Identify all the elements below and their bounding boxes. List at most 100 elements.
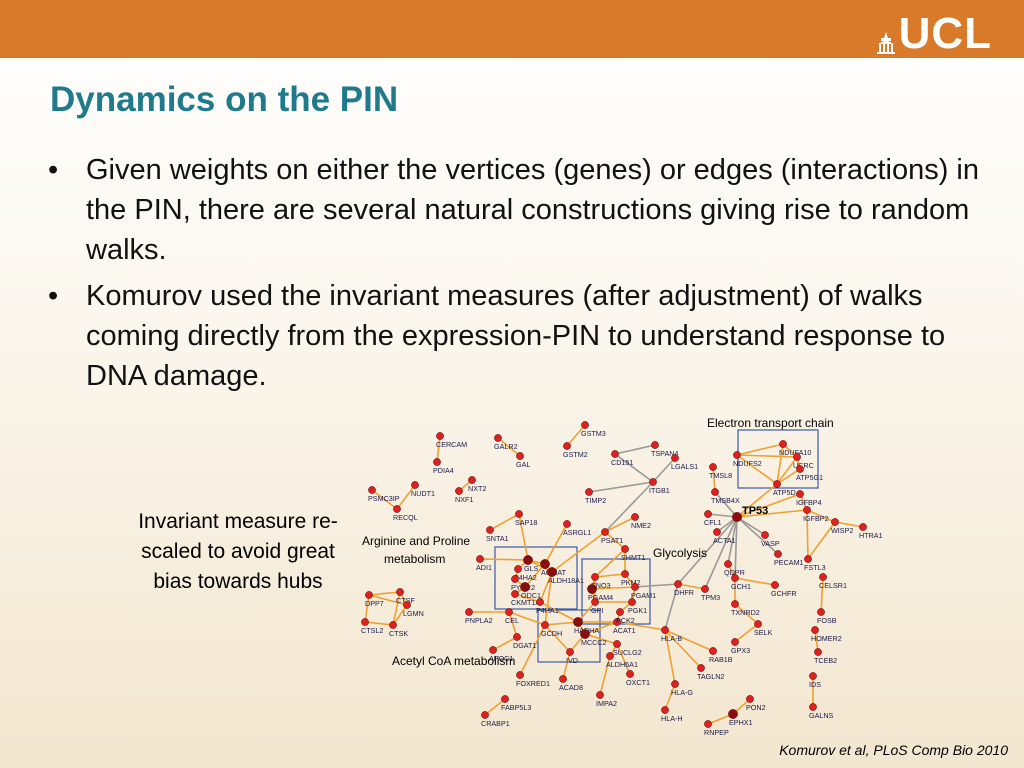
network-edge <box>591 586 636 590</box>
node-label: CTSL2 <box>361 626 383 635</box>
header-bar: UCL <box>0 0 1024 58</box>
network-node <box>746 695 754 703</box>
pathway-label: Electron transport chain <box>707 416 834 430</box>
network-node <box>494 434 502 442</box>
network-edge <box>524 563 546 588</box>
network-node <box>540 559 550 569</box>
network-edge <box>614 444 656 455</box>
network-edge <box>634 583 679 588</box>
network-node <box>511 575 519 583</box>
network-edge <box>714 491 738 518</box>
side-note: Invariant measure re-scaled to avoid gre… <box>138 510 338 593</box>
network-node <box>486 526 494 534</box>
network-node <box>796 465 804 473</box>
node-label: IVD <box>566 656 578 665</box>
node-label: LGALS1 <box>671 462 698 471</box>
network-node <box>697 664 705 672</box>
node-label: TPM3 <box>701 593 720 602</box>
node-label: CRABP1 <box>481 719 510 728</box>
pathway-box <box>737 429 819 489</box>
bullet-glyph: • <box>48 280 59 312</box>
node-label: PCK2 <box>616 616 635 625</box>
hub-label: TP53 <box>742 505 768 517</box>
node-label: ALDH6A1 <box>606 660 638 669</box>
network-node <box>465 608 473 616</box>
network-edge <box>652 457 676 483</box>
network-node <box>674 580 682 588</box>
network-node <box>516 452 524 460</box>
node-label: EPHX1 <box>729 718 753 727</box>
node-label: PGAM1 <box>631 591 656 600</box>
node-label: GAL <box>516 460 530 469</box>
network-edge <box>736 493 801 518</box>
node-label: CTSF <box>396 596 415 605</box>
network-edge <box>368 594 408 606</box>
network-node <box>704 720 712 728</box>
network-node <box>389 621 397 629</box>
network-edge <box>677 516 738 585</box>
pathway-box <box>537 609 601 663</box>
network-edge <box>584 633 618 645</box>
node-label: NME2 <box>631 521 651 530</box>
network-edge <box>604 516 636 533</box>
network-node <box>601 528 609 536</box>
node-label: GCDH <box>541 629 562 638</box>
node-label: GPX3 <box>731 646 750 655</box>
network-edge <box>664 683 676 711</box>
network-node <box>501 695 509 703</box>
network-node <box>754 620 762 628</box>
node-label: SUCLG2 <box>613 648 642 657</box>
node-label: PNPLA2 <box>465 616 493 625</box>
network-node <box>433 458 441 466</box>
node-label: GLS <box>524 564 539 573</box>
network-edge <box>734 623 759 643</box>
node-label: QDPR <box>724 568 745 577</box>
network-edge <box>704 516 738 590</box>
network-edge <box>736 483 778 518</box>
network-node <box>393 505 401 513</box>
node-label: CTSK <box>389 629 408 638</box>
network-node <box>580 629 590 639</box>
node-label: PON2 <box>746 703 766 712</box>
node-label: IGFBP4 <box>796 498 822 507</box>
node-label: IMPA2 <box>596 699 617 708</box>
node-label: ACTA1 <box>713 536 736 545</box>
node-label: FABP5L3 <box>501 703 531 712</box>
network-node <box>541 621 549 629</box>
node-label: IGFBP2 <box>803 514 829 523</box>
network-node <box>631 513 639 521</box>
network-node <box>455 487 463 495</box>
node-label: TIMP2 <box>585 496 606 505</box>
node-label: SNTA1 <box>486 534 509 543</box>
network-edge <box>544 621 579 626</box>
node-label: P4HA2 <box>514 573 537 582</box>
logo-text: UCL <box>898 9 992 58</box>
network-node <box>817 608 825 616</box>
network-edge <box>584 621 618 635</box>
bullet-text: Given weights on either the vertices (ge… <box>86 154 979 266</box>
node-label: CFL1 <box>704 518 722 527</box>
node-label: DHFR <box>674 588 694 597</box>
node-label: TSPAN4 <box>651 449 678 458</box>
network-node <box>809 703 817 711</box>
network-node <box>516 671 524 679</box>
node-label: P4HA1 <box>536 606 559 615</box>
network-edge <box>392 604 408 626</box>
network-edge <box>664 629 702 669</box>
network-node <box>761 531 769 539</box>
network-node <box>771 581 779 589</box>
node-label: PKM2 <box>621 578 641 587</box>
network-node <box>468 476 476 484</box>
node-label: CD151 <box>611 458 633 467</box>
network-edge <box>734 603 759 625</box>
network-node <box>704 510 712 518</box>
node-label: PGK1 <box>628 606 647 615</box>
network-node <box>403 601 411 609</box>
node-label: WISP2 <box>831 526 853 535</box>
bullet-list: • Given weights on either the vertices (… <box>48 150 998 402</box>
network-node <box>661 626 669 634</box>
node-label: ITGB1 <box>649 486 670 495</box>
network-node <box>709 463 717 471</box>
node-label: GCH1 <box>731 582 751 591</box>
